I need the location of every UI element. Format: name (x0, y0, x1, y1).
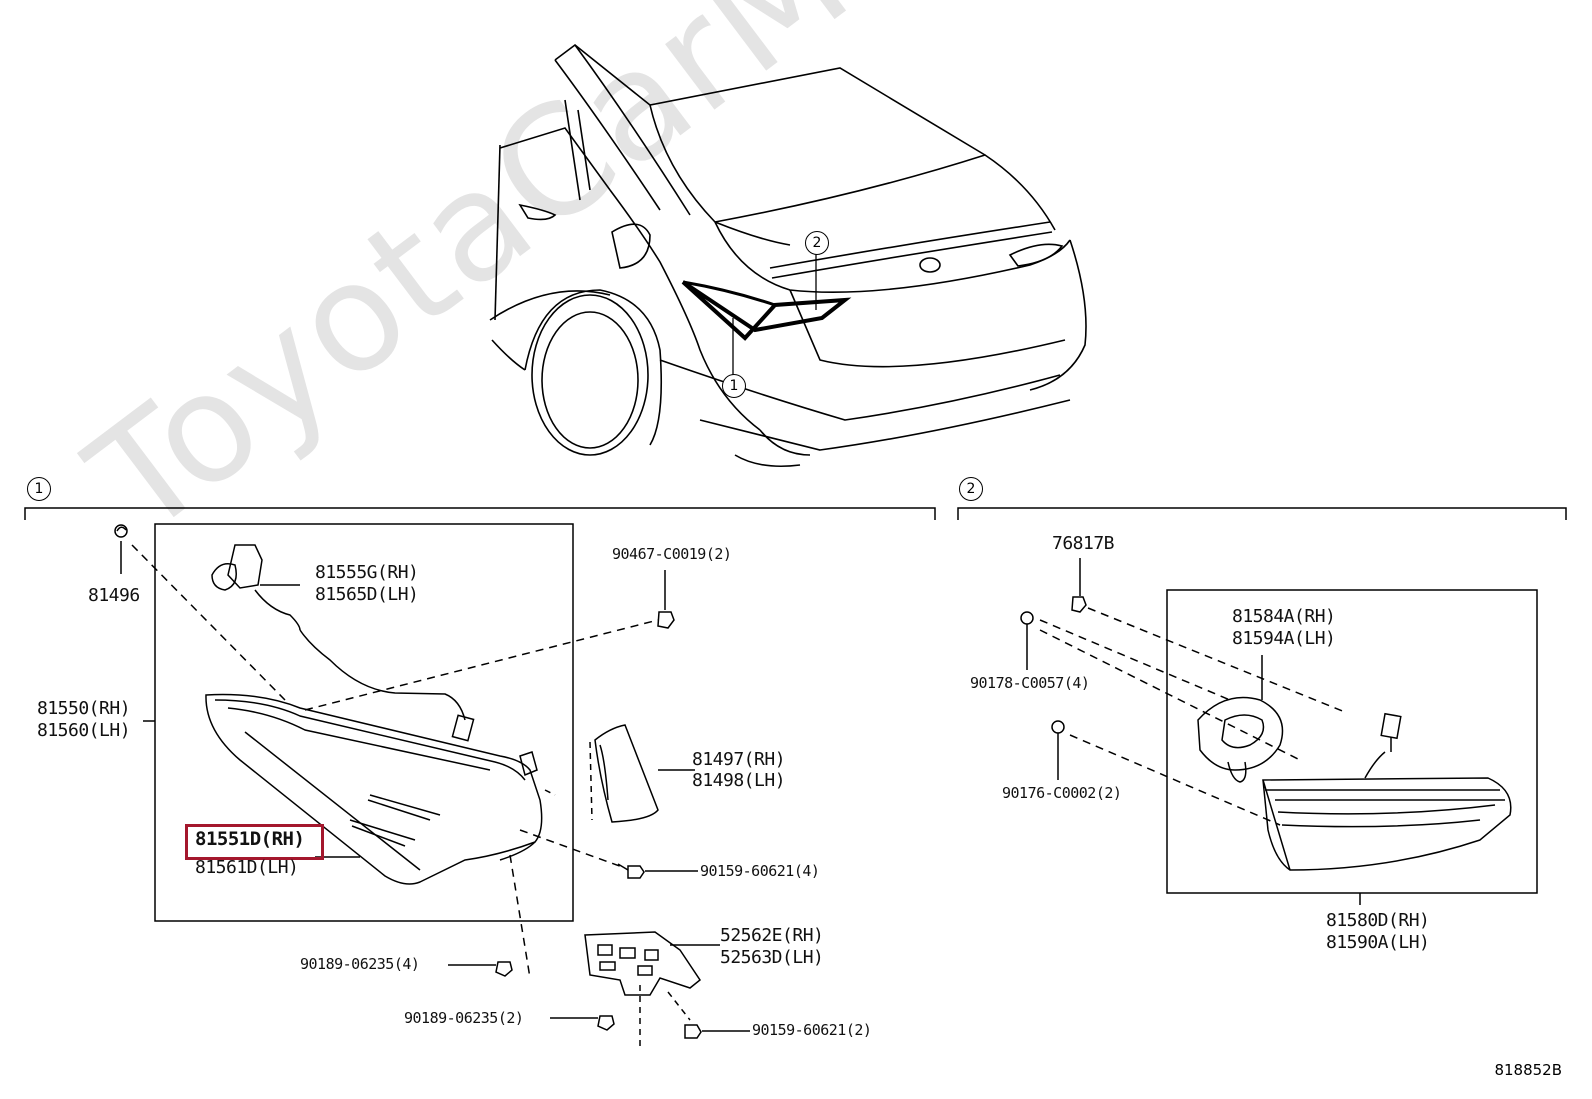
section-2-marker: 2 (959, 477, 983, 501)
part-81550[interactable]: 81550(RH) (37, 698, 131, 719)
part-90178-c0057[interactable]: 90178-C0057(4) (970, 674, 1090, 692)
part-52562e[interactable]: 52562E(RH) (720, 925, 824, 946)
part-81561d[interactable]: 81561D(LH) (195, 857, 299, 878)
section-brackets (24, 507, 1567, 520)
part-81498[interactable]: 81498(LH) (692, 770, 786, 791)
part-76817b[interactable]: 76817B (1052, 533, 1115, 554)
section-1-drawing (114, 523, 750, 1050)
part-90189-06235-4[interactable]: 90189-06235(4) (300, 955, 420, 973)
part-81584a[interactable]: 81584A(RH) (1232, 606, 1336, 627)
part-81560[interactable]: 81560(LH) (37, 720, 131, 741)
part-90159-60621-2[interactable]: 90159-60621(2) (752, 1021, 872, 1039)
part-81594a[interactable]: 81594A(LH) (1232, 628, 1336, 649)
highlight-81551d (185, 824, 324, 860)
part-81565d[interactable]: 81565D(LH) (315, 584, 419, 605)
part-81590a[interactable]: 81590A(LH) (1326, 932, 1430, 953)
callout-1-car: 1 (722, 374, 746, 398)
part-90176-c0002[interactable]: 90176-C0002(2) (1002, 784, 1122, 802)
part-81551d[interactable]: 81551D(RH) (195, 828, 305, 850)
part-81555g[interactable]: 81555G(RH) (315, 562, 419, 583)
diagram-reference: 818852B (1494, 1061, 1562, 1079)
part-90159-60621-4[interactable]: 90159-60621(4) (700, 862, 820, 880)
car-illustration (489, 43, 1087, 468)
section-1-marker: 1 (27, 477, 51, 501)
part-81497[interactable]: 81497(RH) (692, 749, 786, 770)
part-90467-c0019[interactable]: 90467-C0019(2) (612, 545, 732, 563)
part-52563d[interactable]: 52563D(LH) (720, 947, 824, 968)
callout-2-car: 2 (805, 231, 829, 255)
part-90189-06235-2[interactable]: 90189-06235(2) (404, 1009, 524, 1027)
part-81496[interactable]: 81496 (88, 585, 140, 606)
part-81580d[interactable]: 81580D(RH) (1326, 910, 1430, 931)
section-2-drawing (1020, 558, 1538, 905)
